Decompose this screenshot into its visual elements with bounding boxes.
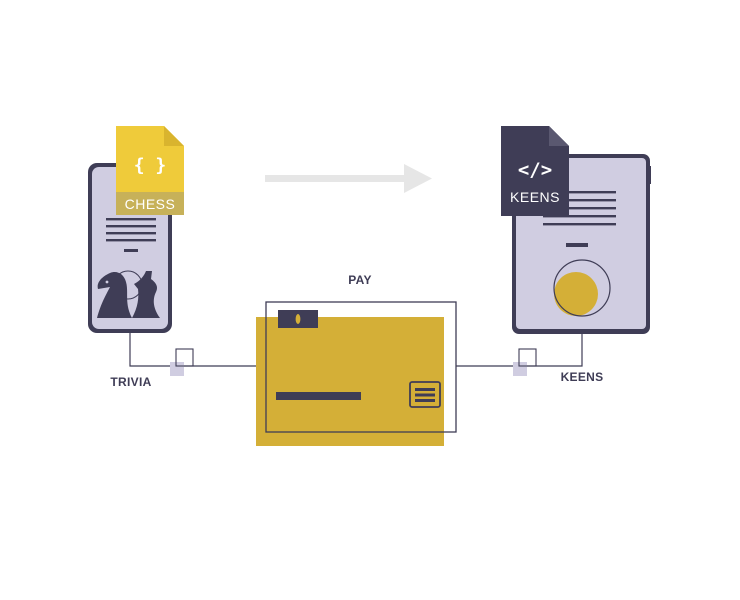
keens-file-glyph: </>: [518, 159, 552, 181]
connector-lines: [129, 330, 583, 367]
keens-file-icon: </> KEENS: [501, 126, 569, 216]
transfer-arrow-icon: [265, 164, 432, 193]
connector-right: [456, 330, 583, 367]
chess-file-label: CHESS: [125, 196, 176, 212]
chess-file-icon: { } CHESS: [116, 126, 184, 215]
card-menu-icon: [409, 381, 441, 408]
chess-file-glyph: { }: [134, 155, 167, 176]
card-number-bar: [276, 392, 361, 400]
card-chip-icon: [278, 310, 318, 328]
connector-node-right: [513, 348, 537, 376]
pay-label: PAY: [348, 273, 372, 287]
keens-file-label: KEENS: [510, 189, 560, 205]
tablet-coin-icon: [553, 259, 611, 317]
payment-card: [256, 301, 457, 446]
chess-pieces-icon: [97, 270, 160, 318]
trivia-label: TRIVIA: [110, 375, 151, 389]
connector-node-left: [170, 348, 194, 376]
connector-left: [129, 330, 256, 367]
tablet-text-lines: [543, 191, 616, 247]
keens-label: KEENS: [561, 370, 604, 384]
phone-text-lines: [106, 218, 156, 252]
